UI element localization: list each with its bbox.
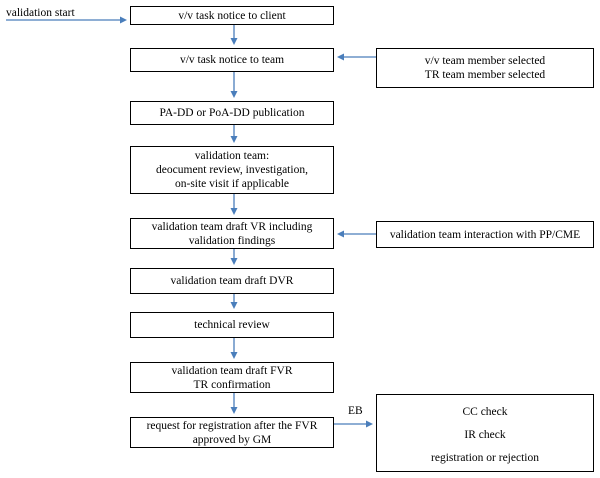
task-notice-team-line-1: v/v task notice to team [179,54,285,66]
cc-check-label: CC check [462,406,508,419]
draft-fvr-line-2: TR confirmation [193,378,271,391]
registration-or-rejection-label: registration or rejection [431,451,539,464]
eb-label: EB [348,405,363,417]
interaction-box: validation team interaction with PP/CME [376,221,594,248]
technical-review-box: technical review [130,312,334,338]
document-review-line-3: on-site visit if applicable [174,178,289,190]
document-review-line-1: validation team: [194,150,270,162]
ir-check-label: IR check [464,428,506,441]
team-members-line-2: TR team member selected [424,69,546,81]
draft-dvr-line-1: validation team draft DVR [170,275,294,287]
dvr-to-technical-review-arrow [230,294,238,309]
publication-box: PA-DD or PoA-DD publication [130,101,334,125]
document-review-box: validation team: deocument review, inves… [130,146,334,194]
draft-fvr-box: validation team draft FVR TR confirmatio… [130,362,334,393]
technical-review-line-1: technical review [194,319,270,331]
draft-vr-line-2: validation findings [188,234,276,247]
draft-vr-to-dvr-arrow [230,249,238,265]
draft-vr-box: validation team draft VR including valid… [130,218,334,249]
request-to-eb-arrow [334,420,373,428]
review-to-draft-vr-arrow [230,194,238,215]
team-members-line-1: v/v team member selected [424,55,546,67]
team-to-publication-arrow [230,72,238,98]
members-to-team-arrow [337,53,376,61]
draft-dvr-box: validation team draft DVR [130,268,334,294]
document-review-line-2: deocument review, investigation, [156,164,308,176]
client-to-team-arrow [230,25,238,45]
draft-vr-line-1: validation team draft VR including [151,220,313,233]
task-notice-client-box: v/v task notice to client [130,6,334,25]
registration-request-box: request for registration after the FVR a… [130,417,334,448]
validation-start-label: validation start [6,7,75,19]
fvr-to-request-arrow [230,393,238,414]
eb-checks-box: CC check IR check registration or reject… [376,394,594,472]
registration-request-line-1: request for registration after the FVR [146,419,318,432]
registration-request-line-2: approved by GM [192,433,272,446]
interaction-to-draft-vr-arrow [337,230,376,238]
start-to-task-notice-arrow [6,16,127,24]
task-notice-client-line-1: v/v task notice to client [178,9,286,22]
interaction-line-1: validation team interaction with PP/CME [389,228,581,241]
team-members-box: v/v team member selected TR team member … [376,48,594,88]
draft-fvr-line-1: validation team draft FVR [171,364,293,377]
task-notice-team-box: v/v task notice to team [130,48,334,72]
technical-review-to-fvr-arrow [230,338,238,359]
publication-to-review-arrow [230,125,238,143]
publication-line-1: PA-DD or PoA-DD publication [159,107,305,119]
